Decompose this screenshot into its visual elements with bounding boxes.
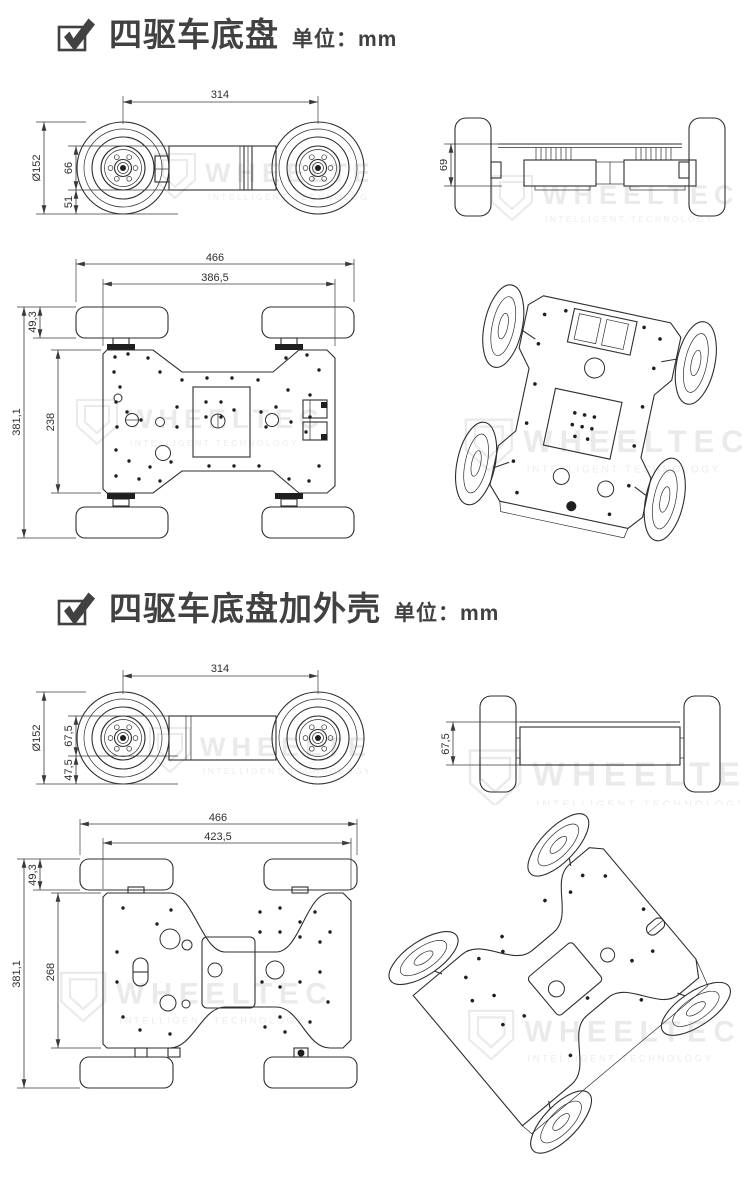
dimension-label: 423,5 — [204, 831, 232, 843]
chassis-shell-3d — [388, 813, 731, 1154]
dimension-label: 69 — [440, 159, 450, 171]
front-view-drawing-1: WHEELTEC INTELLIGENT TECHNOLOGY 69 — [440, 117, 740, 224]
section1-title: 四驱车底盘 — [109, 16, 279, 53]
wheel — [263, 1056, 358, 1089]
dimension-label: Ø152 — [31, 155, 43, 182]
watermark: WHEELTEC INTELLIGENT TECHNOLOGY — [464, 418, 745, 476]
watermark: WHEELTEC INTELLIGENT TECHNOLOGY — [468, 1009, 741, 1063]
front-view-drawing-2: WHEELTEC INTELLIGENT TECHNOLOGY 67,5 — [440, 695, 741, 805]
svg-text:INTELLIGENT TECHNOLOGY: INTELLIGENT TECHNOLOGY — [208, 192, 368, 202]
svg-text:WHEELTEC: WHEELTEC — [523, 424, 745, 459]
dimension-label: 268 — [45, 963, 57, 981]
dimension-label: 466 — [206, 252, 224, 264]
svg-text:INTELLIGENT TECHNOLOGY: INTELLIGENT TECHNOLOGY — [130, 438, 299, 448]
hole-pattern — [115, 906, 332, 1036]
dimension-label: 49,3 — [27, 864, 39, 885]
top-view-drawing-1: WHEELTEC INTELLIGENT TECHNOLOGY — [11, 252, 355, 539]
dimension-label: 67,5 — [440, 733, 452, 754]
dimension-label: Ø152 — [31, 725, 43, 752]
dimension-label: 314 — [211, 89, 229, 101]
center-plate — [201, 936, 256, 1009]
chassis-shell-plate — [102, 892, 352, 1049]
section2-header: 四驱车底盘加外壳 单位：mm — [57, 590, 499, 627]
dimension-label: 386,5 — [201, 272, 229, 284]
svg-text:INTELLIGENT TECHNOLOGY: INTELLIGENT TECHNOLOGY — [545, 214, 714, 224]
heatsink-fins — [535, 147, 672, 160]
svg-text:INTELLIGENT TECHNOLOGY: INTELLIGENT TECHNOLOGY — [120, 1015, 306, 1025]
dimension-label: 466 — [209, 812, 227, 824]
isometric-view-drawing-2: WHEELTEC INTELLIGENT TECHNOLOGY — [388, 813, 741, 1154]
watermark: WHEELTEC INTELLIGENT TECHNOLOGY — [468, 749, 741, 805]
wheel — [261, 506, 355, 539]
section2-unit-label: 单位：mm — [394, 601, 500, 625]
watermark: WHEELTEC INTELLIGENT TECHNOLOGY — [491, 175, 740, 224]
svg-text:INTELLIGENT TECHNOLOGY: INTELLIGENT TECHNOLOGY — [536, 799, 740, 805]
isometric-view-drawing-1: WHEELTEC INTELLIGENT TECHNOLOGY — [455, 284, 745, 542]
side-view-drawing-2: WHEELTEC INTELLIGENT TECHNOLOGY 314 Ø152… — [31, 663, 368, 785]
wheel — [261, 306, 355, 339]
svg-text:INTELLIGENT TECHNOLOGY: INTELLIGENT TECHNOLOGY — [527, 465, 721, 476]
center-cutout — [192, 386, 251, 458]
dimension-label: 381,1 — [11, 408, 23, 436]
checkbox-icon — [57, 18, 95, 52]
section1-unit-label: 单位：mm — [292, 27, 398, 51]
dimension-label: 314 — [211, 663, 229, 675]
wheel — [75, 306, 169, 339]
chassis-3d — [455, 284, 717, 542]
side-view-drawing-1: WHEELTEC INTELLIGENT TECHNOLOGY 314 Ø152… — [31, 89, 368, 215]
svg-text:WHEELTEC: WHEELTEC — [542, 180, 740, 210]
svg-text:WHEELTEC: WHEELTEC — [524, 1016, 741, 1049]
wheel — [79, 1056, 174, 1089]
watermark: WHEELTEC INTELLIGENT TECHNOLOGY — [154, 153, 368, 202]
dimension-label: 238 — [45, 413, 57, 431]
dimension-label: 66 — [63, 162, 75, 174]
watermark: WHEELTEC INTELLIGENT TECHNOLOGY — [60, 971, 333, 1025]
wheel — [76, 691, 170, 785]
hole-pattern — [112, 352, 321, 483]
section2-title: 四驱车底盘加外壳 — [109, 590, 381, 627]
wheel — [79, 858, 174, 891]
dimension-label: 51 — [63, 196, 75, 208]
svg-text:WHEELTEC: WHEELTEC — [205, 158, 368, 188]
dimension-label: 67,5 — [63, 725, 75, 746]
wheel — [454, 117, 492, 217]
svg-text:INTELLIGENT TECHNOLOGY: INTELLIGENT TECHNOLOGY — [528, 1053, 714, 1063]
top-view-drawing-2: WHEELTEC INTELLIGENT TECHNOLOGY — [11, 812, 358, 1089]
watermark: WHEELTEC INTELLIGENT TECHNOLOGY — [76, 399, 319, 448]
checkbox-icon — [57, 592, 95, 626]
wheel — [75, 506, 169, 539]
chassis-plate — [102, 349, 336, 494]
section1-header: 四驱车底盘 单位：mm — [57, 16, 397, 53]
dimension-label: 47,5 — [63, 759, 75, 780]
dimension-label: 381,1 — [11, 960, 23, 988]
dimension-label: 49,3 — [27, 311, 39, 332]
svg-text:WHEELTEC: WHEELTEC — [533, 756, 741, 794]
wheel — [263, 858, 358, 891]
svg-text:WHEELTEC: WHEELTEC — [116, 978, 333, 1011]
